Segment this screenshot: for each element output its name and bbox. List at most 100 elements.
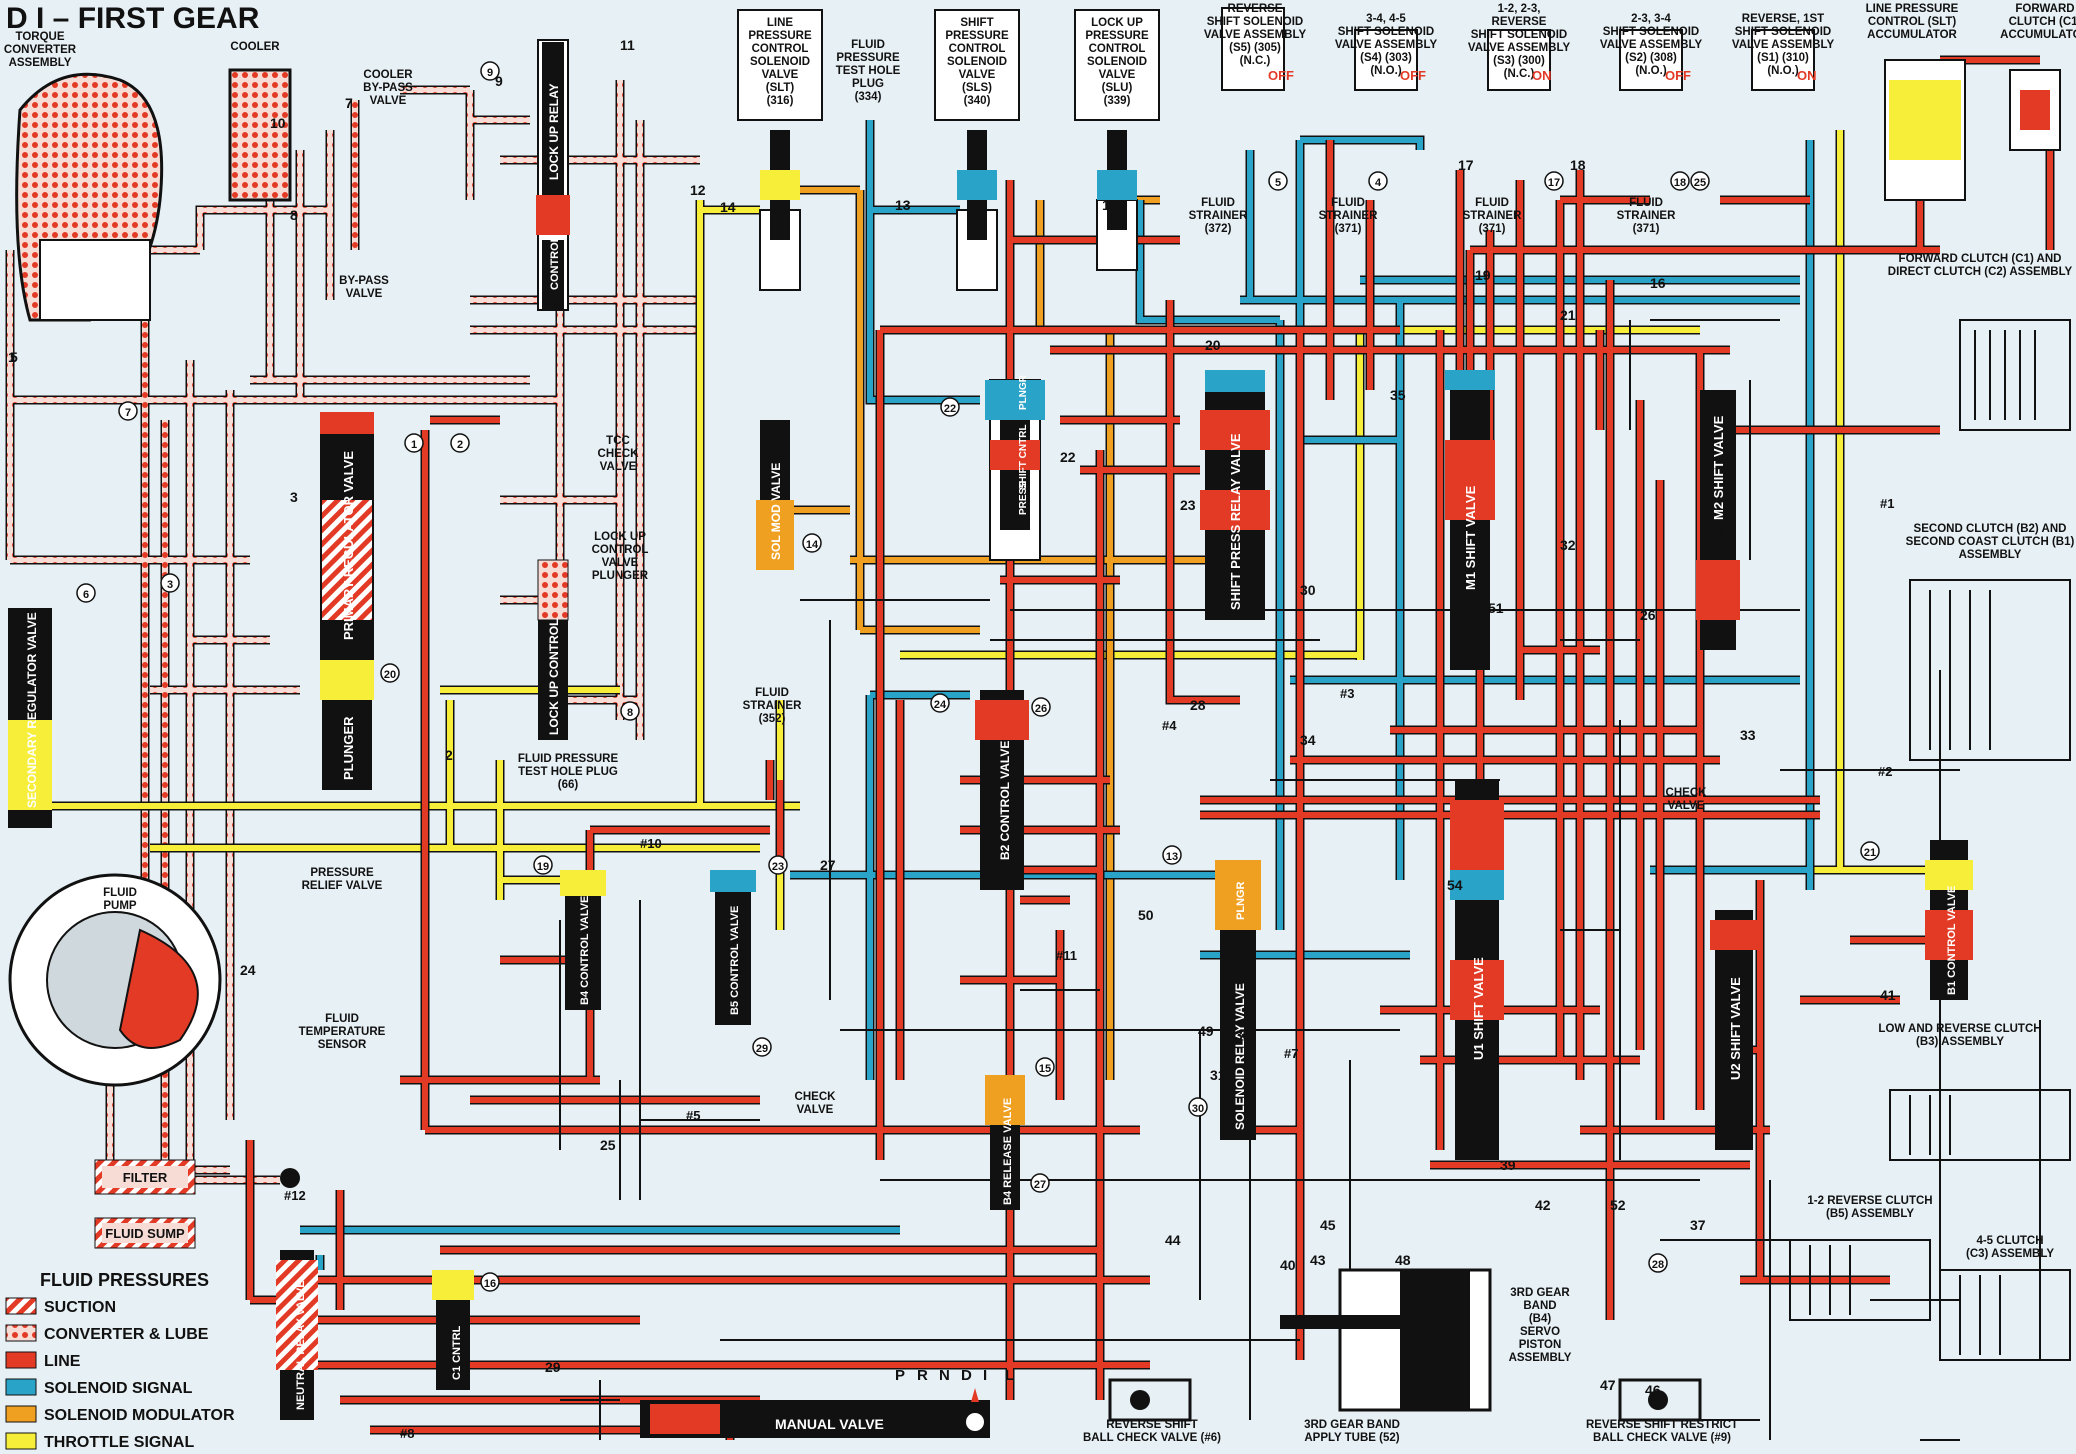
marker-ring-18 <box>1670 171 1690 191</box>
legend-heading: FLUID PRESSURES <box>40 1270 209 1290</box>
b4-release-label: B4 RELEASE VALVE <box>1002 1098 1014 1205</box>
circuit-23: 23 <box>1180 497 1196 513</box>
shift-cntrl-label: SHIFT CNTRL <box>1018 424 1029 490</box>
b2-control-label: B2 CONTROL VALVE <box>998 741 1012 860</box>
u2-shift-label: U2 SHIFT VALVE <box>1728 977 1743 1080</box>
marker-15: 15 <box>1039 1063 1051 1075</box>
circuit-34: 34 <box>1300 732 1316 748</box>
circuit-9: 9 <box>495 73 503 89</box>
marker-ring-25 <box>1690 171 1710 191</box>
secondary-regulator-label: SECONDARY REGULATOR VALVE <box>25 612 39 808</box>
legend-label-line: LINE <box>44 1353 81 1370</box>
circuit-25: 25 <box>600 1137 616 1153</box>
circuit-43: 43 <box>1310 1252 1326 1268</box>
marker-ring-5 <box>1268 171 1288 191</box>
circuit-51: 51 <box>1488 600 1504 616</box>
ball-2: #2 <box>1878 764 1892 779</box>
marker-7: 7 <box>125 407 131 419</box>
circuit-22: 22 <box>1060 449 1076 465</box>
press-label: PRESS <box>1018 481 1029 515</box>
circuit-38: 38 <box>1235 1027 1251 1043</box>
u1-shift-label: U1 SHIFT VALVE <box>1471 957 1486 1060</box>
marker-14: 14 <box>806 539 819 551</box>
lockup-control-valve-label: LOCK UP CONTROL <box>547 619 561 735</box>
marker-ring-2 <box>450 433 470 453</box>
plngr-label: PLNGR <box>1018 374 1029 410</box>
b5-control-label: B5 CONTROL VALVE <box>729 906 741 1015</box>
marker-20: 20 <box>384 669 396 681</box>
marker-27: 27 <box>1034 1179 1046 1191</box>
fluid-passages <box>5 55 2055 1441</box>
marker-23: 23 <box>772 861 784 873</box>
ball-12: #12 <box>284 1188 306 1203</box>
marker-4: 4 <box>1375 177 1382 189</box>
circuit-21: 21 <box>1560 307 1576 323</box>
circuit-15: 15 <box>1102 197 1118 213</box>
selector-I: I <box>983 1367 987 1384</box>
marker-29: 29 <box>756 1043 768 1055</box>
marker-9: 9 <box>487 67 493 79</box>
plunger-label: PLUNGER <box>341 716 356 780</box>
circuit-7: 7 <box>345 95 353 111</box>
shift-press-relay-label: SHIFT PRESS RELAY VALVE <box>1228 433 1243 610</box>
label-cooler: COOLER <box>230 41 280 53</box>
marker-1: 1 <box>411 439 417 451</box>
circuit-39: 39 <box>1500 1157 1516 1173</box>
marker-18: 18 <box>1674 177 1686 189</box>
marker-ring-27 <box>1030 1173 1050 1193</box>
marker-ring-3 <box>160 573 180 593</box>
sump-label: FLUID SUMP <box>105 1226 185 1241</box>
circuit-46: 46 <box>1645 1382 1661 1398</box>
circuit-52: 52 <box>1610 1197 1626 1213</box>
circuit-3: 3 <box>290 489 298 505</box>
label-c3: 4-5 CLUTCH(C3) ASSEMBLY <box>1966 1235 2054 1260</box>
circuit-45: 45 <box>1320 1217 1336 1233</box>
legend-label-suction: SUCTION <box>44 1299 116 1316</box>
circuit-19: 19 <box>1475 267 1491 283</box>
legend-label-throttle_signal: THROTTLE SIGNAL <box>44 1434 194 1451</box>
circuit-24: 24 <box>240 962 256 978</box>
label-b3: LOW AND REVERSE CLUTCH(B3) ASSEMBLY <box>1878 1023 2041 1048</box>
state-s3: ON <box>1532 68 1552 83</box>
selector-L: L <box>1005 1367 1014 1384</box>
circuit-13: 13 <box>895 197 911 213</box>
circuit-18: 18 <box>1570 157 1586 173</box>
circuit-1: 1 <box>8 349 16 365</box>
circuit-42: 42 <box>1535 1197 1551 1213</box>
circuit-32: 32 <box>1560 537 1576 553</box>
ball-7: #7 <box>1284 1046 1298 1061</box>
selector-P: P <box>895 1367 905 1384</box>
marker-21: 21 <box>1864 847 1876 859</box>
m1-shift-label: M1 SHIFT VALVE <box>1463 485 1478 590</box>
marker-ring-6 <box>76 583 96 603</box>
ball-3: #3 <box>1340 686 1354 701</box>
circuit-10: 10 <box>270 115 286 131</box>
c1-cntrl-label: C1 CNTRL <box>451 1325 463 1380</box>
selector-pointer <box>971 1388 979 1402</box>
circuit-5: 5 <box>10 349 18 365</box>
marker-6: 6 <box>83 589 89 601</box>
marker-22: 22 <box>944 403 956 415</box>
marker-17: 17 <box>1548 177 1560 189</box>
marker-ring-15 <box>1035 1057 1055 1077</box>
circuit-26: 26 <box>1640 607 1656 623</box>
primary-regulator-label: PRIMARY REGULATOR VALVE <box>341 451 356 640</box>
circuit-33: 33 <box>1740 727 1756 743</box>
circuit-30: 30 <box>1300 582 1316 598</box>
